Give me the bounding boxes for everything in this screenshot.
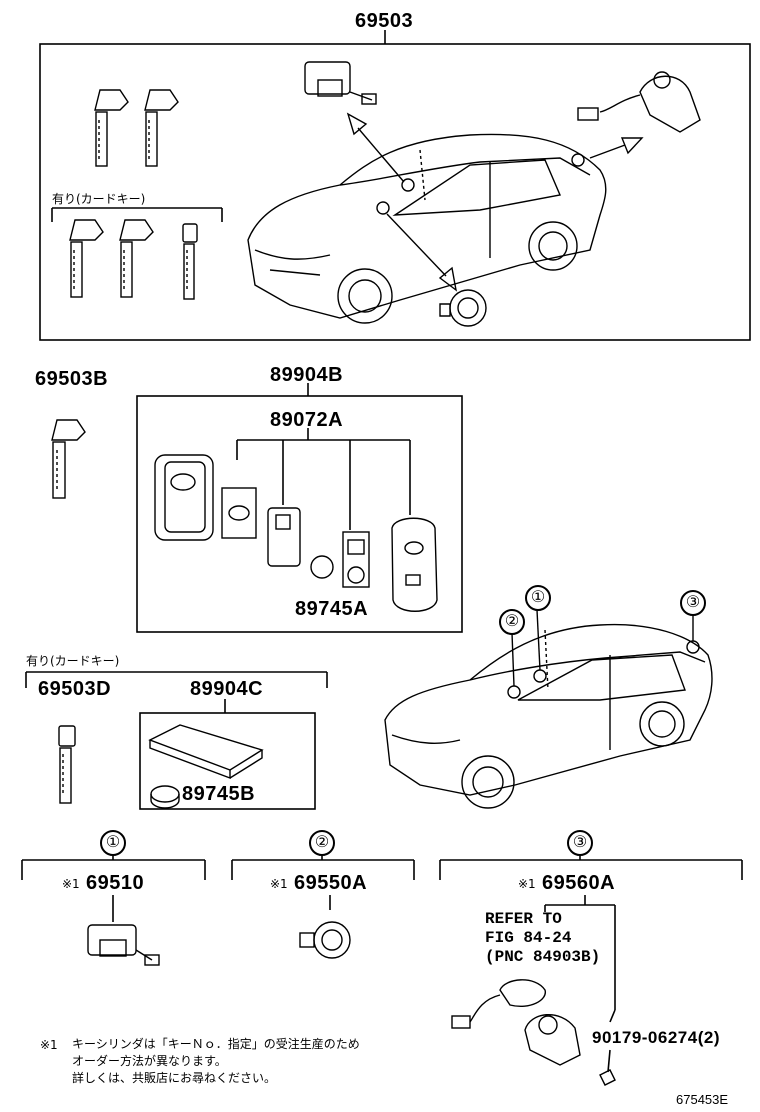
- pointer-arrow: [346, 112, 644, 292]
- part-number-detail-3: 69560A: [542, 872, 616, 894]
- part-number-key-b: 69503B: [35, 368, 109, 390]
- detail-1-number: ①: [100, 830, 126, 856]
- part-number-screw: 90179-06274(2): [592, 1028, 720, 1047]
- card-key-group-bracket: [25, 671, 328, 688]
- detail-2-mark: ※1: [270, 877, 288, 891]
- card-key-group-label: 有り(カードキー): [26, 654, 120, 668]
- detail-3-bracket: [439, 856, 743, 1073]
- detail-3-number: ③: [567, 830, 593, 856]
- part-number-fob-assy: 89904B: [270, 364, 344, 386]
- card-key-bracket: [139, 699, 316, 810]
- refer-to-note: REFER TO FIG 84-24 (PNC 84903B): [485, 910, 601, 966]
- cylinder-icon: [304, 61, 701, 327]
- callout-3: ③: [680, 590, 706, 616]
- part-number-detail-1: 69510: [86, 872, 145, 894]
- car-illustration: [247, 133, 607, 324]
- top-group-bracket: [39, 30, 751, 341]
- part-number-fob-sub: 89072A: [270, 409, 344, 431]
- key-icon: [51, 419, 86, 499]
- detail-3-mark: ※1: [518, 877, 536, 891]
- figure-id: 675453E: [676, 1092, 729, 1107]
- part-number-key-d: 69503D: [38, 678, 112, 700]
- key-icon: [69, 89, 198, 300]
- detail-2-bracket: [231, 856, 415, 910]
- footnote-line-2: オーダー方法が異なります。: [72, 1054, 227, 1068]
- detail-1-mark: ※1: [62, 877, 80, 891]
- detail-2-number: ②: [309, 830, 335, 856]
- key-group-label: 有り(カードキー): [52, 192, 146, 206]
- detail-parts: [87, 921, 616, 1086]
- part-number-card-battery: 89745B: [182, 783, 256, 805]
- callout-2: ②: [499, 609, 525, 635]
- callout-1: ①: [525, 585, 551, 611]
- car-illustration: [384, 609, 713, 809]
- key-group-bracket: [51, 207, 223, 222]
- footnote-mark: ※1: [40, 1038, 58, 1052]
- detail-1-bracket: [21, 856, 206, 922]
- part-number-detail-2: 69550A: [294, 872, 368, 894]
- part-number-card-assy: 89904C: [190, 678, 264, 700]
- smart-key-fob-parts: [154, 454, 438, 612]
- footnote-line-1: キーシリンダは「キーＮｏ．指定」の受注生産のため: [72, 1037, 360, 1051]
- fob-group-bracket: [136, 383, 463, 633]
- part-number-fob-battery: 89745A: [295, 598, 369, 620]
- card-key-parts: [58, 724, 264, 809]
- part-number-top: 69503: [355, 10, 414, 32]
- footnote-line-3: 詳しくは、共販店にお尋ねください。: [72, 1071, 277, 1085]
